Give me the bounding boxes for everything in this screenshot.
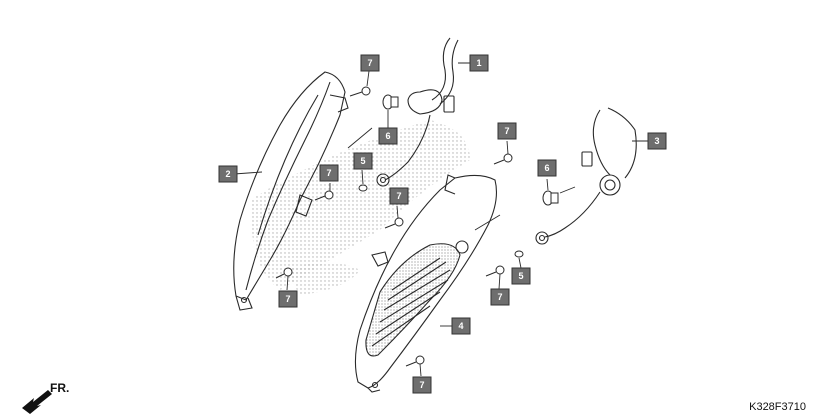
front-direction-indicator: FR.	[22, 381, 69, 414]
callout-5a: 5	[353, 152, 373, 170]
svg-text:7: 7	[419, 380, 424, 390]
background-stipple	[250, 120, 470, 295]
leader-lines	[233, 62, 650, 377]
callout-4: 4	[451, 317, 471, 335]
svg-text:5: 5	[518, 271, 523, 281]
svg-text:3: 3	[654, 136, 659, 146]
front-arrow-icon	[22, 390, 52, 414]
svg-text:7: 7	[285, 294, 290, 304]
svg-text:7: 7	[497, 292, 502, 302]
svg-text:5: 5	[360, 156, 365, 166]
left-side-cover	[233, 71, 349, 311]
callout-7b: 7	[319, 164, 339, 182]
screws	[275, 86, 513, 367]
svg-text:1: 1	[476, 58, 481, 68]
svg-text:4: 4	[458, 321, 463, 331]
left-bulb	[382, 94, 399, 110]
callout-7g: 7	[412, 376, 432, 394]
svg-text:6: 6	[544, 163, 549, 173]
svg-text:2: 2	[225, 169, 230, 179]
svg-text:6: 6	[385, 131, 390, 141]
right-socket-assembly	[535, 107, 637, 245]
callout-7f: 7	[490, 288, 510, 306]
drawing-code: K328F3710	[749, 401, 806, 413]
screw-7	[405, 355, 425, 367]
callout-7a: 7	[360, 54, 380, 72]
right-bulb	[542, 190, 559, 206]
callout-1: 1	[469, 54, 489, 72]
callout-6b: 6	[537, 159, 557, 177]
callout-5b: 5	[511, 267, 531, 285]
grommets	[358, 184, 524, 258]
callout-7c: 7	[389, 187, 409, 205]
callout-7d: 7	[497, 122, 517, 140]
callout-2: 2	[218, 165, 238, 183]
screw-2	[314, 190, 334, 201]
svg-text:FR.: FR.	[50, 381, 69, 395]
svg-text:7: 7	[326, 168, 331, 178]
callout-3: 3	[647, 132, 667, 150]
svg-text:7: 7	[367, 58, 372, 68]
screw-3	[384, 217, 404, 229]
right-side-cover	[354, 174, 497, 393]
screw-6	[485, 265, 505, 277]
callouts: 1 2 3 4 5 5 6 6 7 7 7 7 7 7 7	[218, 54, 667, 394]
svg-text:7: 7	[504, 126, 509, 136]
screw-5	[275, 267, 293, 279]
svg-text:7: 7	[396, 191, 401, 201]
left-socket-assembly	[376, 37, 459, 187]
callout-7e: 7	[278, 290, 298, 308]
callout-6a: 6	[378, 127, 398, 145]
screw-4	[493, 153, 513, 165]
screw-1	[349, 86, 371, 97]
